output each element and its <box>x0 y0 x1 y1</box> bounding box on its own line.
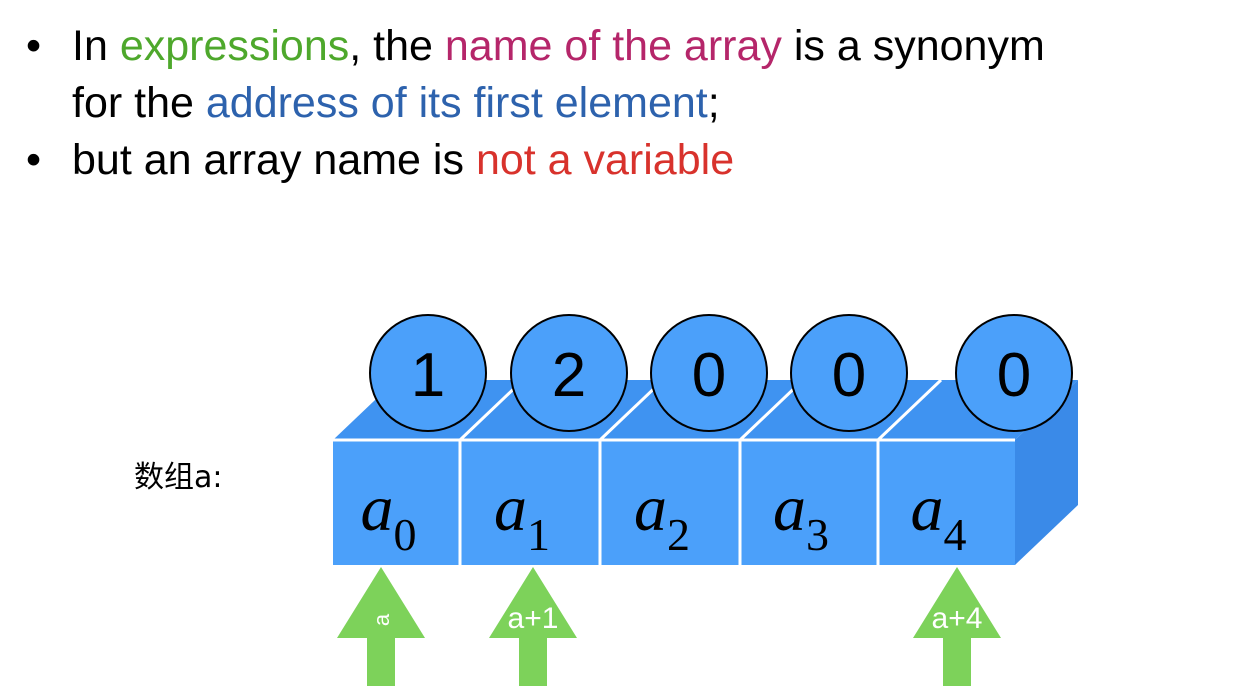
bullet-list: • In expressions, the name of the array i… <box>26 18 1216 189</box>
cell-label: a2 <box>634 472 690 560</box>
value-circle <box>955 314 1073 432</box>
highlight-address: address of its first element <box>205 79 708 127</box>
value-circle <box>790 314 908 432</box>
array-cell <box>740 440 878 565</box>
value-label: 0 <box>832 341 866 410</box>
value-label: 0 <box>692 341 726 410</box>
pointer-label: a+1 <box>508 602 559 635</box>
value-label: 1 <box>411 341 445 410</box>
text-run: In <box>72 22 120 70</box>
pointer-arrow <box>489 567 577 686</box>
cell-label-base: a <box>494 472 527 545</box>
cell-label-base: a <box>911 472 944 545</box>
pointer-label: a <box>369 613 394 626</box>
cell-divider <box>458 378 525 442</box>
bullet-dot: • <box>26 136 42 184</box>
cell-label-subscript: 1 <box>527 509 550 560</box>
array-label: 数组a: <box>134 460 223 495</box>
bullet-1-line-1: • In expressions, the name of the array i… <box>26 18 1216 75</box>
array-cell <box>460 440 600 565</box>
cell-label: a0 <box>361 472 417 560</box>
cell-divider <box>876 378 943 442</box>
cell-label-subscript: 3 <box>806 509 829 560</box>
highlight-expressions: expressions <box>119 22 350 70</box>
array-cell <box>333 440 460 565</box>
text-run: is a synonym <box>781 22 1045 70</box>
cell-label-base: a <box>773 472 806 545</box>
cell-label: a4 <box>911 472 967 560</box>
cell-label: a1 <box>494 472 550 560</box>
value-circle <box>369 314 487 432</box>
value-circle <box>650 314 768 432</box>
value-label: 0 <box>997 341 1031 410</box>
array-cell <box>600 440 740 565</box>
cell-label-base: a <box>361 472 394 545</box>
cell-label-subscript: 4 <box>944 509 967 560</box>
bullet-dot: • <box>26 22 42 70</box>
cell-divider <box>598 378 665 442</box>
text-run: ; <box>707 79 720 127</box>
text-run: , the <box>349 22 445 70</box>
bullet-1-line-2: for the address of its first element; <box>26 75 1216 132</box>
cell-label: a3 <box>773 472 829 560</box>
value-label: 2 <box>552 341 586 410</box>
text-run: but an array name is <box>72 136 476 184</box>
cell-label-base: a <box>634 472 667 545</box>
value-circle <box>510 314 628 432</box>
text-run: for the <box>72 79 206 127</box>
pointer-arrow <box>913 567 1001 686</box>
bullet-2-line-1: • but an array name is not a variable <box>26 132 1216 189</box>
pointer-label: a+4 <box>932 602 983 635</box>
highlight-not-variable: not a variable <box>475 136 735 184</box>
highlight-array-name: name of the array <box>444 22 782 70</box>
pointer-arrow <box>337 567 425 686</box>
cell-divider <box>738 378 805 442</box>
array-cell <box>878 440 1015 565</box>
cell-label-subscript: 2 <box>667 509 690 560</box>
cell-label-subscript: 0 <box>394 509 417 560</box>
